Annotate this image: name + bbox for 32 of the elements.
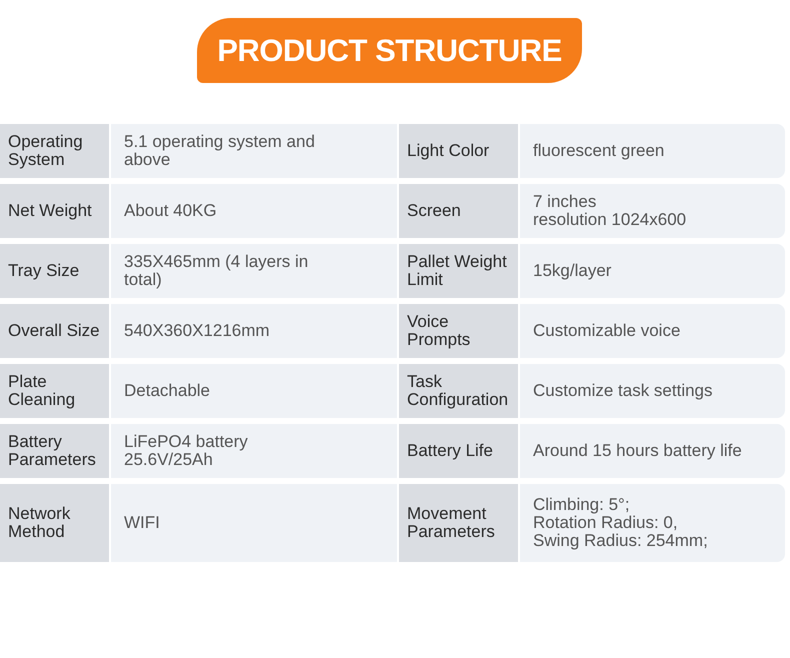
cell-text: Task Configuration: [407, 373, 510, 409]
cell-text: LiFePO4 battery 25.6V/25Ah: [124, 433, 249, 469]
cell-text: Overall Size: [8, 322, 101, 340]
cell-text: Screen: [407, 202, 462, 220]
cell-text: Battery Parameters: [8, 433, 97, 469]
cell-text: Climbing: 5°;: [533, 496, 631, 514]
cell-text: Tray Size: [8, 262, 80, 280]
cell-text: 540X360X1216mm: [124, 322, 271, 340]
cell-text: Detachable: [124, 382, 212, 400]
cell-text: Movement Parameters: [407, 505, 496, 541]
cell-text: Customize task settings: [533, 382, 714, 400]
cell-text: Rotation Radius: 0,: [533, 514, 679, 532]
cell-text: Light Color: [407, 142, 490, 160]
cell-text: Net Weight: [8, 202, 93, 220]
cell-text: Plate Cleaning: [8, 373, 76, 409]
cell-text: Operating System: [8, 133, 84, 169]
cell-text: Network Method: [8, 505, 72, 541]
cell-text: WIFI: [124, 514, 161, 532]
cell-text: Voice Prompts: [407, 313, 472, 349]
cell-text: About 40KG: [124, 202, 218, 220]
cell-text: 15kg/layer: [533, 262, 612, 280]
cell-text: Pallet Weight Limit: [407, 253, 508, 289]
cell-text: Swing Radius: 254mm;: [533, 532, 709, 550]
cell-text: 335X465mm (4 layers in total): [124, 253, 310, 289]
cell-text: 5.1 operating system and above: [124, 133, 316, 169]
cell-text: 7 inches: [533, 193, 598, 211]
cell-text: Around 15 hours battery life: [533, 442, 743, 460]
cell-text: Battery Life: [407, 442, 494, 460]
cell-text: resolution 1024x600: [533, 211, 688, 229]
cell-text: Customizable voice: [533, 322, 682, 340]
title-banner: PRODUCT STRUCTURE: [197, 18, 582, 83]
cell-text: fluorescent green: [533, 142, 666, 160]
